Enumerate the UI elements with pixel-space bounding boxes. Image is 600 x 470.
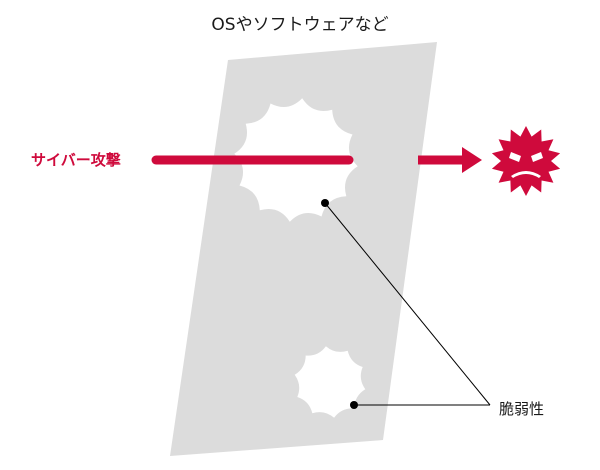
software-panel <box>170 42 437 456</box>
cyber-attack-label: サイバー攻撃 <box>31 151 121 169</box>
vulnerability-marker-upper <box>321 199 329 207</box>
vulnerability-hole-lower <box>294 346 366 418</box>
vulnerability-label: 脆弱性 <box>499 400 545 418</box>
vulnerability-marker-lower <box>350 401 358 409</box>
leader-line-upper <box>324 202 491 406</box>
virus-icon <box>491 126 561 196</box>
diagram-title: OSやソフトウェアなど <box>211 15 389 35</box>
arrow-head-icon <box>462 147 482 173</box>
